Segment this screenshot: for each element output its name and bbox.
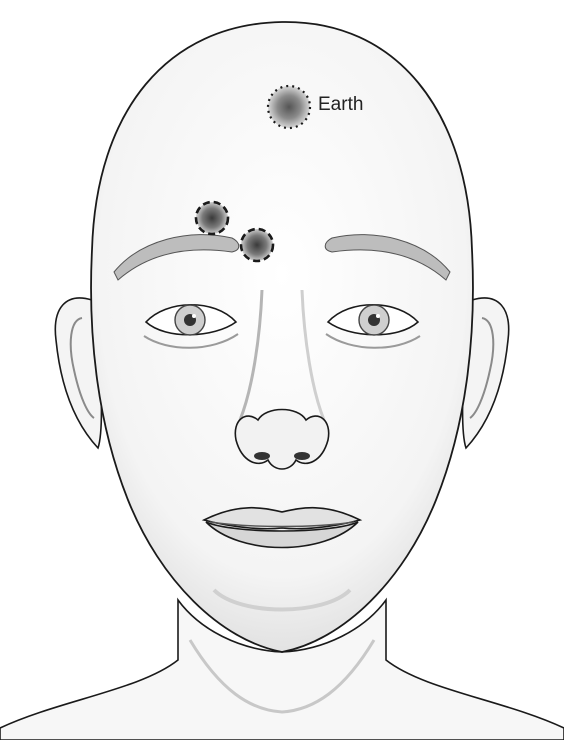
forehead-point-left [196,202,228,234]
earth-point-label: Earth [318,94,363,115]
forehead-point-right [241,229,273,261]
earth-point [268,86,310,128]
